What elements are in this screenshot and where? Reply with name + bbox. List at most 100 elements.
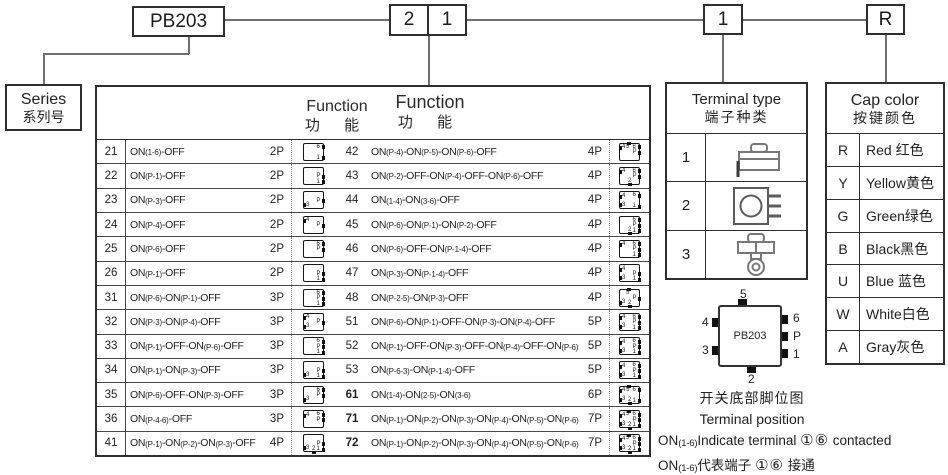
function-poles: 4P <box>587 267 602 280</box>
pin-nub <box>618 170 622 175</box>
terminal-type-code: 1 <box>667 134 706 182</box>
cap-color-code: R <box>827 134 860 166</box>
function-code-number: 25 <box>97 237 126 261</box>
pin-number-label: 6 <box>316 240 320 247</box>
connector-line <box>743 19 866 21</box>
pin-number-label: 6 <box>316 289 320 296</box>
pin-nub <box>321 369 325 374</box>
pin-nub <box>637 204 641 209</box>
function-description: ON(P-1)-ON(P-3)-OFF <box>130 364 221 377</box>
solder-lug-terminal-icon <box>706 231 806 278</box>
pin-nub <box>302 316 306 321</box>
function-poles: 5P <box>587 315 602 328</box>
pin-number-label: 1 <box>316 349 320 356</box>
pin-nub <box>618 373 622 378</box>
function-code-number: 48 <box>345 291 359 304</box>
pin-number-label: 4 <box>622 435 626 442</box>
pin-nub <box>302 373 306 378</box>
pin-nub <box>321 199 325 204</box>
note-line-en: ON(1-6)Indicate terminal ①⑥ contacted <box>658 432 892 449</box>
pin-number-label: 3 <box>306 201 310 208</box>
pin-number-label: 6 <box>632 386 636 393</box>
function-description: ON(P-6)-ON(P-1)-ON(P-2)-OFF <box>371 218 497 231</box>
pin-nub <box>321 447 325 452</box>
pin-nub <box>628 450 632 454</box>
pin-number-label: 3 <box>622 420 626 427</box>
pin-nub <box>321 374 325 379</box>
pin-nub <box>618 397 622 402</box>
function-description: ON(P-2-5)-ON(P-3)-OFF <box>371 291 469 304</box>
pin-nub <box>618 437 622 442</box>
pin-number-label: 4 <box>622 314 626 321</box>
pin-number-label: P <box>316 197 321 204</box>
pin-nub <box>637 247 641 252</box>
function-code-number: 51 <box>345 315 359 328</box>
pin-nub <box>637 369 641 374</box>
function-code-number: 46 <box>345 242 359 255</box>
pin-number-label: P <box>632 295 637 302</box>
pin-number-label: 3 <box>622 323 626 330</box>
pin-nub <box>302 413 306 418</box>
pin-nub <box>781 332 788 341</box>
cap-color-label: Black黑色 <box>866 240 929 257</box>
pin-number-label: 1 <box>632 203 636 210</box>
pin-number-label: 2 <box>628 421 632 428</box>
connector-line <box>722 35 724 82</box>
function-description: ON(P-1)-OFF-ON(P-6)-OFF <box>130 340 244 353</box>
function-description: ON(P-6)-ON(P-1)-OFF <box>130 291 221 304</box>
pin-nub <box>312 450 316 454</box>
pin-nub <box>637 174 641 179</box>
cap-color-code: A <box>827 331 860 364</box>
pin-nub <box>321 223 325 228</box>
pin-number-label: 4 <box>622 362 626 369</box>
pin-nub <box>781 315 788 324</box>
pin-number-label: 4 <box>306 217 310 224</box>
cap-color-label: Yellow黄色 <box>866 174 934 191</box>
pin-nub <box>637 223 641 228</box>
pin-nub <box>637 418 641 423</box>
pin-nub <box>637 345 641 350</box>
function-code-number: 31 <box>97 285 126 310</box>
pin-number-label: 5 <box>626 289 630 296</box>
function-poles: 2P <box>269 169 284 182</box>
pin-nub <box>321 442 325 447</box>
pin-number-label: 4 <box>622 168 626 175</box>
function-description: ON(P-3)-OFF <box>130 194 186 207</box>
pin-number-label: 1 <box>632 373 636 380</box>
function-poles: 5P <box>587 364 602 377</box>
function-poles: 3P <box>269 413 284 426</box>
pin-number-label: 5 <box>626 411 630 418</box>
terminal-type-code: 3 <box>667 230 706 278</box>
pin-number-label: 6 <box>632 338 636 345</box>
function-code-number: 35 <box>97 383 126 407</box>
pin-number-label: 3 <box>622 371 626 378</box>
function-code-number: 45 <box>345 218 359 231</box>
terminal-code-value: 1 <box>717 8 729 30</box>
pin-nub <box>321 388 325 393</box>
cap-color-code: G <box>827 199 860 232</box>
pin-nub <box>781 349 788 358</box>
function-description: ON(P-6)-OFF-ON(P-3)-OFF <box>130 388 244 401</box>
function-code-digit-1: 2 <box>403 9 415 30</box>
pin-number-label: 6 <box>316 338 320 345</box>
function-code-number: 72 <box>345 437 359 450</box>
function-poles: 7P <box>587 437 602 450</box>
function-header-1: Function 功 能 <box>304 98 370 135</box>
pin-nub <box>321 174 325 179</box>
